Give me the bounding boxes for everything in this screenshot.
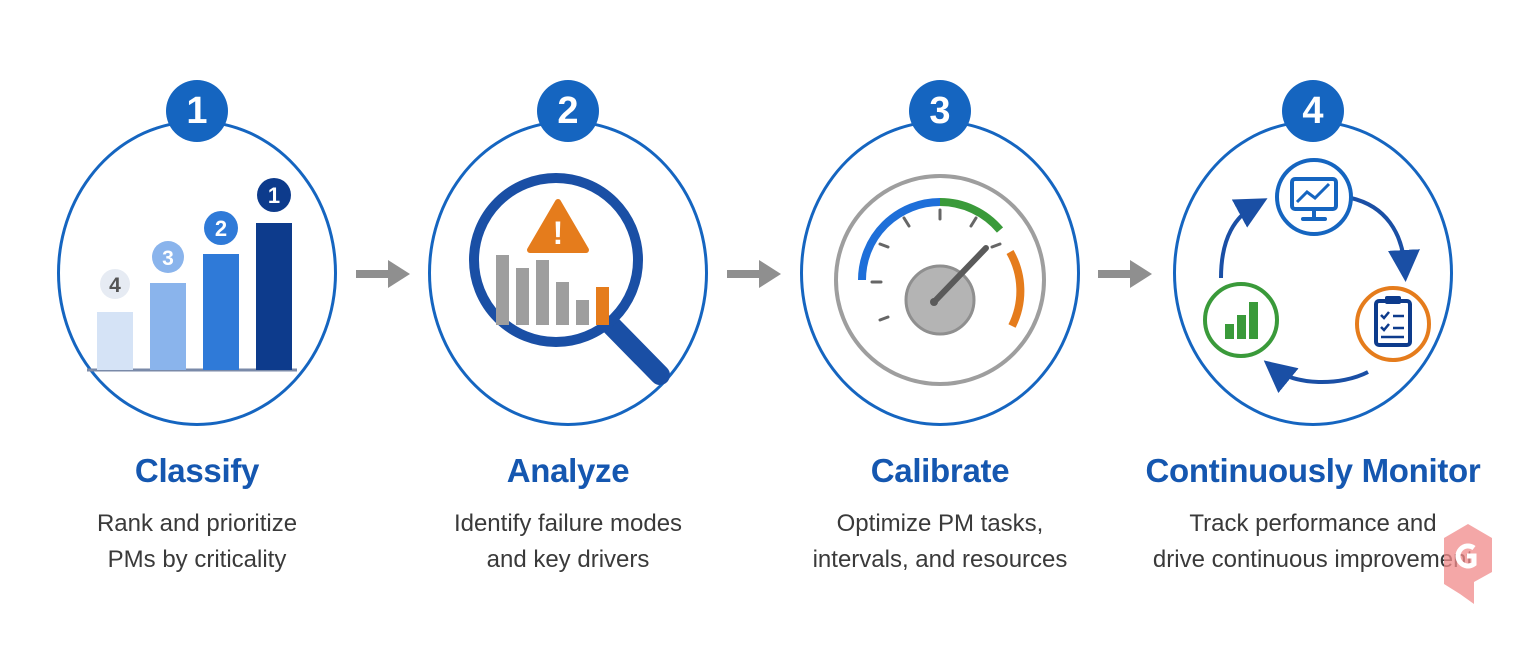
rank-circle-3 (152, 241, 184, 273)
right-arrow-icon (1098, 260, 1152, 288)
desc-line-2: and key drivers (486, 546, 650, 573)
gauge-ticks (870, 208, 1002, 322)
rank-bar-3 (150, 283, 186, 370)
desc-line-1: Track performance and (1189, 510, 1437, 537)
rank-bar-1 (256, 223, 292, 370)
desc-line-2: intervals, and resources (812, 546, 1068, 573)
desc-line-1: Rank and prioritize (96, 510, 298, 537)
gauge-rim (834, 174, 1046, 386)
gauge-arc-orange (1006, 250, 1025, 328)
desc-line-1: Optimize PM tasks, (836, 510, 1044, 537)
rank-circle-1 (257, 178, 291, 212)
step-description: Optimize PM tasks, intervals, and resour… (755, 506, 1125, 578)
gauge-icon (834, 174, 1046, 386)
desc-line-2: PMs by criticality (107, 546, 287, 573)
rank-bar-4 (97, 312, 133, 370)
rank-bar-2 (203, 254, 239, 370)
magnifier-handle (596, 310, 670, 385)
step-continuously-monitor: 4 (1128, 0, 1498, 672)
step-number-badge: 1 (166, 80, 228, 142)
step-number-badge: 4 (1282, 80, 1344, 142)
step-calibrate: 3 Calibrate Optimize PM tasks, interva (755, 0, 1125, 672)
rank-label-2: 2 (215, 216, 227, 241)
desc-line-2: drive continuous improvement (1152, 546, 1474, 573)
gauge-arc-blue (858, 198, 941, 281)
right-arrow-icon (356, 260, 410, 288)
step-description: Identify failure modes and key drivers (383, 506, 753, 578)
step-number-badge: 2 (537, 80, 599, 142)
warning-glyph: ! (553, 215, 564, 251)
step-title: Analyze (506, 452, 630, 489)
rank-label-1: 1 (268, 183, 280, 208)
rank-circle-2 (204, 211, 238, 245)
gauge-arc-green (939, 197, 1004, 233)
gauge-needle (931, 245, 989, 305)
step-number-badge: 3 (909, 80, 971, 142)
watermark-logo-icon (1444, 524, 1492, 604)
step-title: Calibrate (870, 452, 1010, 489)
magnifier-icon: ! (469, 173, 670, 385)
rank-label-4: 4 (109, 274, 121, 297)
monitor-icon (1275, 158, 1353, 236)
step-title: Continuously Monitor (1145, 452, 1481, 489)
step-classify: 1 4 3 2 1 Classify Rank and prioritize P… (12, 0, 382, 672)
rank-circle-4 (100, 269, 130, 299)
clipboard-icon (1355, 286, 1431, 362)
step-title: Classify (134, 452, 260, 489)
growth-chart-icon (1203, 282, 1279, 358)
rank-label-3: 3 (162, 247, 174, 270)
step-description: Rank and prioritize PMs by criticality (12, 506, 382, 578)
step-description: Track performance and drive continuous i… (1128, 506, 1498, 578)
cycle-arrows-icon (1203, 158, 1431, 394)
right-arrow-icon (727, 260, 781, 288)
bar-ranking-icon: 4 3 2 1 (87, 178, 297, 372)
desc-line-1: Identify failure modes (453, 510, 683, 537)
step-analyze: 2 ! Analyze Identify failure modes and k… (383, 0, 753, 672)
warning-icon: ! (527, 199, 589, 253)
